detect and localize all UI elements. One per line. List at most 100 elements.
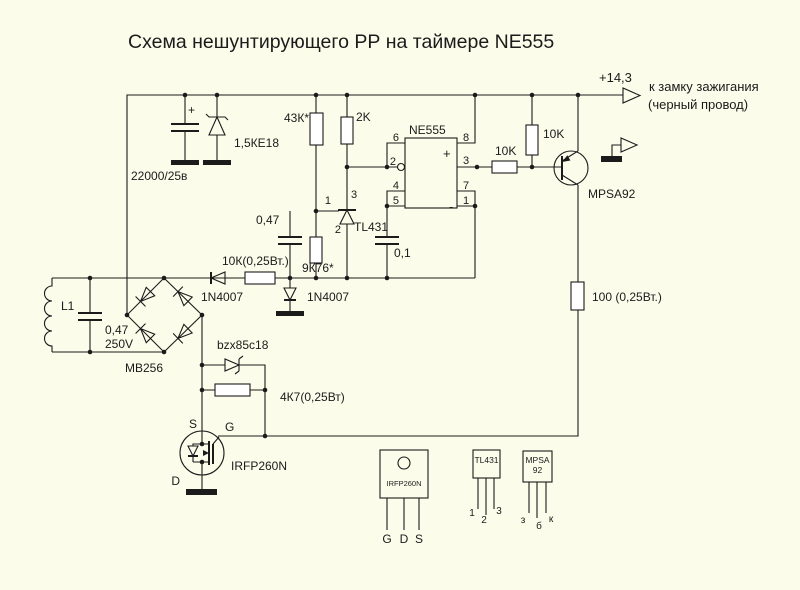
pin7-label: 7 xyxy=(463,180,469,192)
capacitor-047-250v: 0,47 250V xyxy=(78,278,133,352)
package-mpsa92-label-2: 92 xyxy=(533,465,543,475)
capacitor-01: 0,1 xyxy=(375,236,411,260)
mosfet-arrow-icon xyxy=(203,450,209,456)
capacitor-ac-voltage: 250V xyxy=(105,337,133,351)
resistor-4k7: 4К7(0,25Вт) xyxy=(202,383,345,436)
pin6-label: 6 xyxy=(393,132,399,144)
ne555-ic: NE555 + - 6 2 4 5 8 3 7 1 xyxy=(347,95,492,278)
mpsa92-label: MPSA92 xyxy=(588,187,636,201)
resistor-10k-output-label: 10K xyxy=(495,144,516,158)
package-mpsa92-pin-c: к xyxy=(549,514,554,525)
gate-pin-label: G xyxy=(225,420,234,434)
resistor-10k-pullup: 10K xyxy=(525,95,564,167)
coil-label: L1 xyxy=(61,299,75,313)
package-irfp260n-pin-g: G xyxy=(382,532,391,546)
package-tl431: TL431 1 2 3 xyxy=(469,449,502,526)
resistor-2k-label: 2K xyxy=(356,110,371,124)
resistor-43k: 43К* xyxy=(284,95,324,211)
package-irfp260n-pin-s: S xyxy=(415,532,423,546)
power-rail xyxy=(126,94,623,315)
ground-icon xyxy=(186,489,217,495)
package-tl431-label: TL431 xyxy=(474,455,498,465)
pin8-label: 8 xyxy=(463,132,469,144)
stator-coil-l1: L1 xyxy=(44,278,75,352)
package-irfp260n-pin-d: D xyxy=(400,532,409,546)
ne555-label: NE555 xyxy=(409,123,446,137)
package-mpsa92-pin-e: з xyxy=(521,515,526,526)
tvs-diode: 1,5КЕ18 xyxy=(203,95,279,165)
filter-capacitor: + 22000/25в xyxy=(131,95,199,183)
connector-arrow-icon xyxy=(620,137,639,153)
bridge-diode-icon xyxy=(172,323,194,344)
emitter-arrow-icon xyxy=(562,155,571,162)
capacitor-ac-value: 0,47 xyxy=(105,323,129,337)
package-tl431-pin-3: 3 xyxy=(496,506,502,517)
tl431-label: TL431 xyxy=(354,220,388,234)
resistor-43k-label: 43К* xyxy=(284,111,309,125)
package-irfp260n-label: IRFP260N xyxy=(386,479,421,488)
pin5-label: 5 xyxy=(393,195,399,207)
capacitor-value-label: 22000/25в xyxy=(131,169,187,183)
tl431-pin1-label: 1 xyxy=(325,195,331,207)
resistor-10k-pullup-label: 10K xyxy=(543,127,564,141)
mosfet-irfp260n: S G D IRFP260N xyxy=(171,417,287,495)
bridge-diode-icon xyxy=(172,286,194,307)
connector-ground xyxy=(601,137,639,162)
mosfet-label: IRFP260N xyxy=(231,459,287,473)
diode-series-label: 1N4007 xyxy=(201,290,243,304)
destination-line2: (черный провод) xyxy=(648,97,748,112)
pin3-label: 3 xyxy=(463,155,469,167)
ground-icon xyxy=(171,160,199,165)
zener-bzx85c18: bzx85c18 xyxy=(202,338,269,390)
pin1-label: 1 xyxy=(463,195,469,207)
resistor-9k76: 9К76* xyxy=(302,211,334,278)
body-diode-icon xyxy=(187,445,199,458)
diode-1n4007-clamp: 1N4007 xyxy=(276,278,349,316)
tl431-pin3-label: 3 xyxy=(351,189,357,201)
zener-label: bzx85c18 xyxy=(217,338,269,352)
ground-icon xyxy=(203,160,231,165)
drain-pin-label: D xyxy=(171,474,180,488)
tvs-label: 1,5КЕ18 xyxy=(234,136,279,150)
capacitor-polarity: + xyxy=(188,103,195,117)
capacitor-047-label: 0,47 xyxy=(256,213,280,227)
junction-dots xyxy=(87,92,581,465)
ground-icon xyxy=(601,156,622,162)
package-tl431-pin-1: 1 xyxy=(469,508,475,519)
pin2-label: 2 xyxy=(390,156,396,168)
package-mpsa92: MPSA 92 з б к xyxy=(521,450,554,532)
transistor-mpsa92: MPSA92 xyxy=(553,95,636,282)
pin4-label: 4 xyxy=(393,180,399,192)
tl431-pin2-label: 2 xyxy=(335,224,341,236)
resistor-10k-sense-label: 10К(0,25Вт.) xyxy=(222,254,289,268)
connector-arrow-icon xyxy=(622,87,642,104)
ne555-minus: - xyxy=(449,199,453,214)
destination-line1: к замку зажигания xyxy=(649,79,759,94)
tl431-regulator: 3 1 2 TL431 xyxy=(316,189,388,278)
package-mpsa92-pin-b: б xyxy=(536,520,542,532)
bridge-diode-icon xyxy=(135,323,156,344)
ground-icon xyxy=(276,311,304,316)
voltage-label: +14,3 xyxy=(599,70,632,85)
mounting-hole-icon xyxy=(397,456,411,470)
source-pin-label: S xyxy=(189,417,197,431)
inverting-bubble-icon xyxy=(396,162,406,172)
resistor-100-label: 100 (0,25Вт.) xyxy=(592,290,662,304)
schematic-title: Схема нешунтирующего РР на таймере NE555 xyxy=(128,31,554,53)
bridge-mb256: MB256 xyxy=(125,277,203,375)
resistor-100: 100 (0,25Вт.) xyxy=(218,281,662,437)
package-mpsa92-label-1: MPSA xyxy=(525,455,549,465)
package-tl431-pin-2: 2 xyxy=(481,515,487,526)
capacitor-047: 0,47 xyxy=(256,211,302,278)
resistor-10k-sense: 10К(0,25Вт.) xyxy=(222,254,289,285)
capacitor-01-label: 0,1 xyxy=(394,246,411,260)
resistor-4k7-label: 4К7(0,25Вт) xyxy=(280,390,345,404)
resistor-2k: 2K xyxy=(340,95,371,210)
bridge-diode-icon xyxy=(135,286,156,307)
diode-clamp-label: 1N4007 xyxy=(307,290,349,304)
bridge-label: MB256 xyxy=(125,361,163,375)
ne555-plus: + xyxy=(443,146,451,161)
package-irfp260n: IRFP260N G D S xyxy=(379,449,429,546)
resistor-9k76-label: 9К76* xyxy=(302,261,334,275)
